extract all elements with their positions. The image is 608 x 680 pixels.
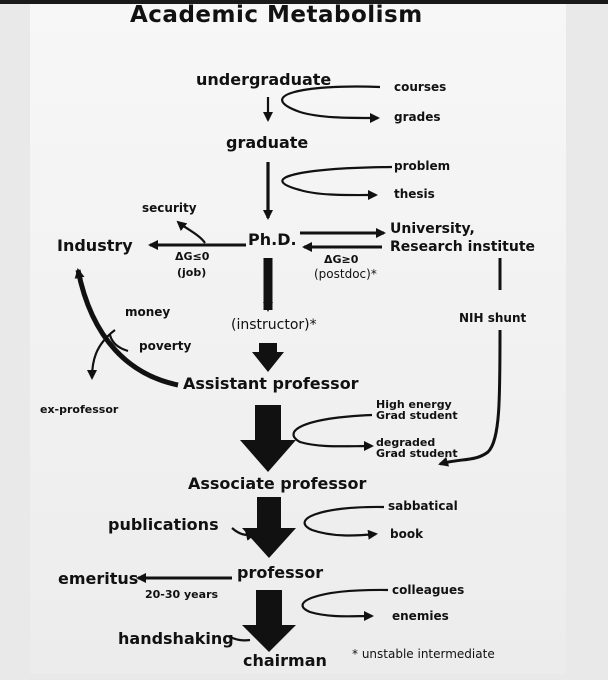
node-assistant-professor: Assistant professor bbox=[183, 374, 359, 393]
label-job: (job) bbox=[177, 266, 207, 279]
label-money: money bbox=[125, 305, 171, 319]
label-sabbatical: sabbatical bbox=[388, 499, 458, 513]
node-industry: Industry bbox=[57, 236, 133, 255]
label-degraded-1: degraded bbox=[376, 436, 436, 449]
node-phd: Ph.D. bbox=[248, 230, 297, 249]
top-border bbox=[0, 0, 608, 4]
node-emeritus: emeritus bbox=[58, 569, 139, 588]
problem-thesis-loop bbox=[281, 165, 393, 201]
node-research-institute: Research institute bbox=[390, 239, 536, 255]
instructor-to-assistant-block-arrow bbox=[252, 343, 284, 372]
node-undergraduate: undergraduate bbox=[196, 70, 332, 89]
footnote: * unstable intermediate bbox=[352, 647, 495, 661]
label-handshaking: handshaking bbox=[118, 629, 234, 648]
colleagues-enemies-loop bbox=[301, 588, 389, 622]
node-professor: professor bbox=[237, 563, 324, 582]
label-high-energy-1: High energy bbox=[376, 398, 452, 411]
node-university: University, bbox=[390, 221, 475, 237]
node-graduate: graduate bbox=[226, 133, 309, 152]
label-dg-job: ΔG≤0 bbox=[175, 250, 210, 263]
label-publications: publications bbox=[108, 515, 219, 534]
node-chairman: chairman bbox=[243, 651, 327, 670]
label-colleagues: colleagues bbox=[392, 583, 465, 597]
nih-shunt-path bbox=[438, 329, 502, 467]
label-nih-shunt: NIH shunt bbox=[459, 311, 527, 325]
label-problem: problem bbox=[394, 159, 451, 173]
label-grades: grades bbox=[394, 110, 441, 124]
professor-to-chairman-block-arrow bbox=[242, 590, 296, 652]
label-security: security bbox=[142, 201, 197, 215]
money-branch bbox=[87, 329, 116, 380]
label-enemies: enemies bbox=[392, 609, 449, 623]
diagram-title: Academic Metabolism bbox=[130, 2, 423, 28]
label-thesis: thesis bbox=[394, 187, 435, 201]
label-degraded-2: Grad student bbox=[376, 447, 458, 460]
security-hook bbox=[176, 220, 206, 244]
courses-grades-loop bbox=[281, 85, 381, 123]
node-associate-professor: Associate professor bbox=[188, 474, 367, 493]
label-dg-postdoc: ΔG≥0 bbox=[324, 253, 359, 266]
node-ex-professor: ex-professor bbox=[40, 403, 119, 416]
assistant-to-industry-curve bbox=[74, 268, 179, 388]
label-poverty: poverty bbox=[139, 339, 192, 353]
label-book: book bbox=[390, 527, 424, 541]
diagram-sheet bbox=[30, 4, 566, 674]
sabbatical-book-loop bbox=[303, 505, 385, 540]
associate-to-professor-block-arrow bbox=[242, 497, 296, 558]
label-high-energy-2: Grad student bbox=[376, 409, 458, 422]
assistant-to-associate-block-arrow bbox=[240, 405, 296, 472]
poverty-branch bbox=[108, 334, 129, 353]
label-courses: courses bbox=[394, 80, 447, 94]
label-postdoc: (postdoc)* bbox=[314, 267, 377, 281]
label-years: 20-30 years bbox=[145, 588, 219, 601]
grad-student-loop bbox=[292, 413, 374, 452]
node-instructor: (instructor)* bbox=[231, 317, 317, 333]
handshaking-squiggle bbox=[227, 635, 251, 642]
